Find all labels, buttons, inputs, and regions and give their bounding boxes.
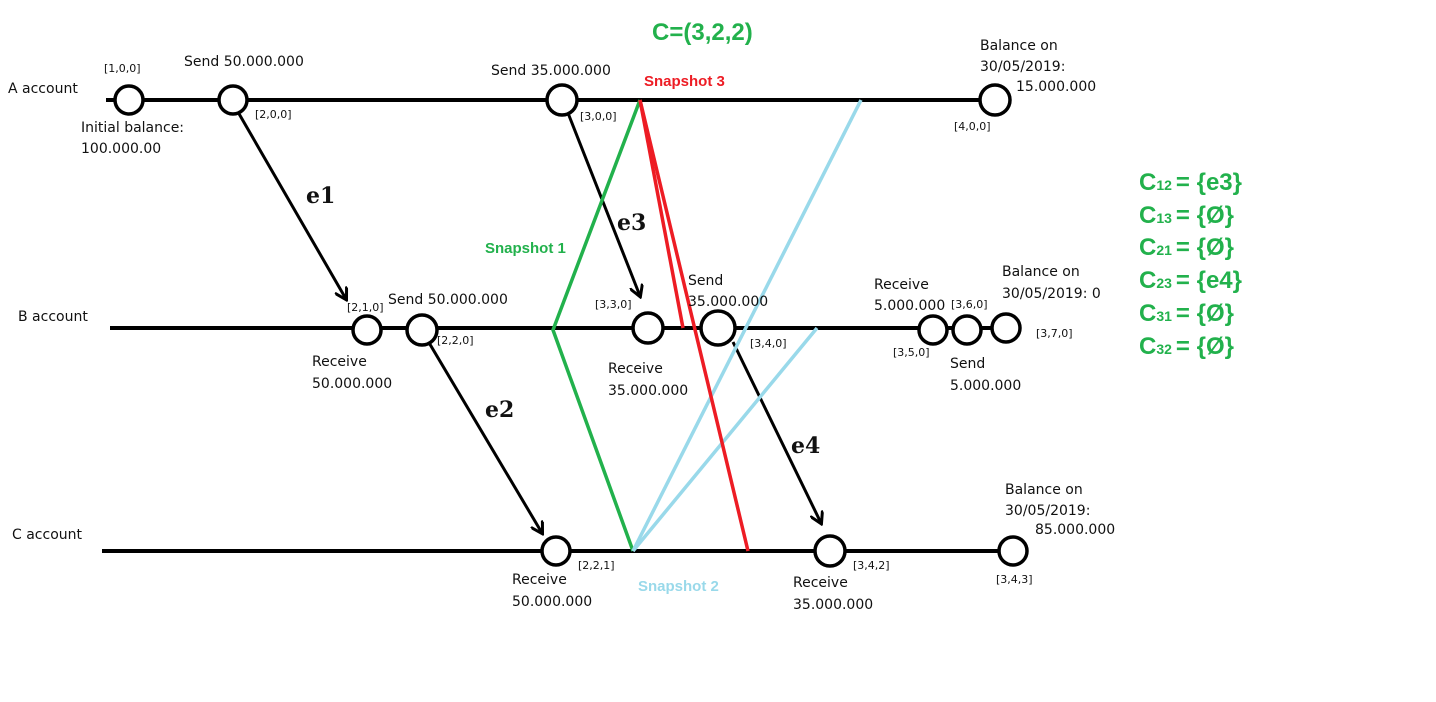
cut-vector-title: C=(3,2,2) (652, 19, 753, 46)
label-b3: Receive 35.000.000 (608, 361, 688, 399)
note-b-balance: Balance on 30/05/2019: 0 (1002, 264, 1101, 302)
snapshot-1-cut (551, 99, 642, 552)
snapshot-2-cut-a (631, 99, 863, 552)
label-b1: Receive 50.000.000 (312, 354, 392, 392)
clock-b6: [3,6,0] (951, 298, 988, 311)
event-b2 (405, 313, 439, 347)
snapshot-2-cut-b (631, 326, 819, 553)
event-b5 (917, 314, 949, 346)
message-e3-arrow (566, 112, 640, 296)
channel-state-1: C13= {Ø} (1139, 202, 1234, 229)
message-e4-label: e4 (791, 433, 820, 459)
event-a4 (978, 83, 1012, 117)
event-c2 (813, 534, 847, 568)
event-a2 (217, 84, 249, 116)
clock-b4: [3,4,0] (750, 337, 787, 350)
process-name-c: C account (12, 527, 83, 543)
channel-state-4: C31= {Ø} (1139, 300, 1234, 327)
label-b4: Send 35.000.000 (688, 273, 768, 310)
clock-b7: [3,7,0] (1036, 327, 1073, 340)
clock-a2: [2,0,0] (255, 108, 292, 121)
clock-b3: [3,3,0] (595, 298, 632, 311)
event-a1 (113, 84, 145, 116)
event-c3 (997, 535, 1029, 567)
clock-a1: [1,0,0] (104, 62, 141, 75)
snapshot-3-cut-b (638, 99, 685, 329)
clock-a3: [3,0,0] (580, 110, 617, 123)
snapshot-2-label: Snapshot 2 (638, 578, 719, 595)
clock-c2: [3,4,2] (853, 559, 890, 572)
clock-c3: [3,4,3] (996, 573, 1033, 586)
event-b6 (951, 314, 983, 346)
label-b5: Receive 5.000.000 (874, 277, 945, 314)
note-c-balance: Balance on 30/05/2019: 85.000.000 (1005, 482, 1115, 538)
channel-state-5: C32= {Ø} (1139, 333, 1234, 360)
clock-b2: [2,2,0] (437, 334, 474, 347)
event-b3 (631, 311, 665, 345)
message-e4-arrow (731, 341, 821, 523)
clock-a4: [4,0,0] (954, 120, 991, 133)
label-c2: Receive 35.000.000 (793, 575, 873, 613)
snapshot-3-label: Snapshot 3 (644, 73, 725, 90)
label-a2: Send 50.000.000 (184, 54, 304, 70)
clock-b5: [3,5,0] (893, 346, 930, 359)
clock-b1: [2,1,0] (347, 301, 384, 314)
label-c1: Receive 50.000.000 (512, 572, 592, 610)
label-b6: Send 5.000.000 (950, 356, 1021, 394)
message-e1-arrow (236, 111, 346, 299)
event-a3 (545, 83, 579, 117)
channel-state-0: C12= {e3} (1139, 169, 1242, 196)
event-b7 (990, 312, 1022, 344)
snapshot-3-cut-a (638, 99, 750, 552)
channel-state-2: C21= {Ø} (1139, 234, 1234, 261)
message-e3-label: e3 (617, 210, 646, 236)
note-a-balance: Balance on 30/05/2019: 15.000.000 (980, 38, 1096, 95)
event-b4 (699, 309, 737, 347)
note-a-initial-balance: Initial balance: 100.000.00 (81, 120, 188, 157)
snapshot-1-label: Snapshot 1 (485, 240, 566, 257)
channel-state-3: C23= {e4} (1139, 267, 1242, 294)
label-b2: Send 50.000.000 (388, 292, 508, 308)
process-name-b: B account (18, 309, 88, 325)
clock-c1: [2,2,1] (578, 559, 615, 572)
message-e2-label: e2 (485, 397, 514, 423)
event-c1 (540, 535, 572, 567)
label-a3: Send 35.000.000 (491, 63, 611, 79)
message-e2-arrow (426, 340, 542, 533)
message-e1-label: e1 (306, 183, 335, 209)
channel-state-list: C12= {e3} C13= {Ø} C21= {Ø} C23= {e4} C3… (1139, 169, 1242, 360)
process-name-a: A account (8, 81, 78, 97)
event-b1 (351, 314, 383, 346)
